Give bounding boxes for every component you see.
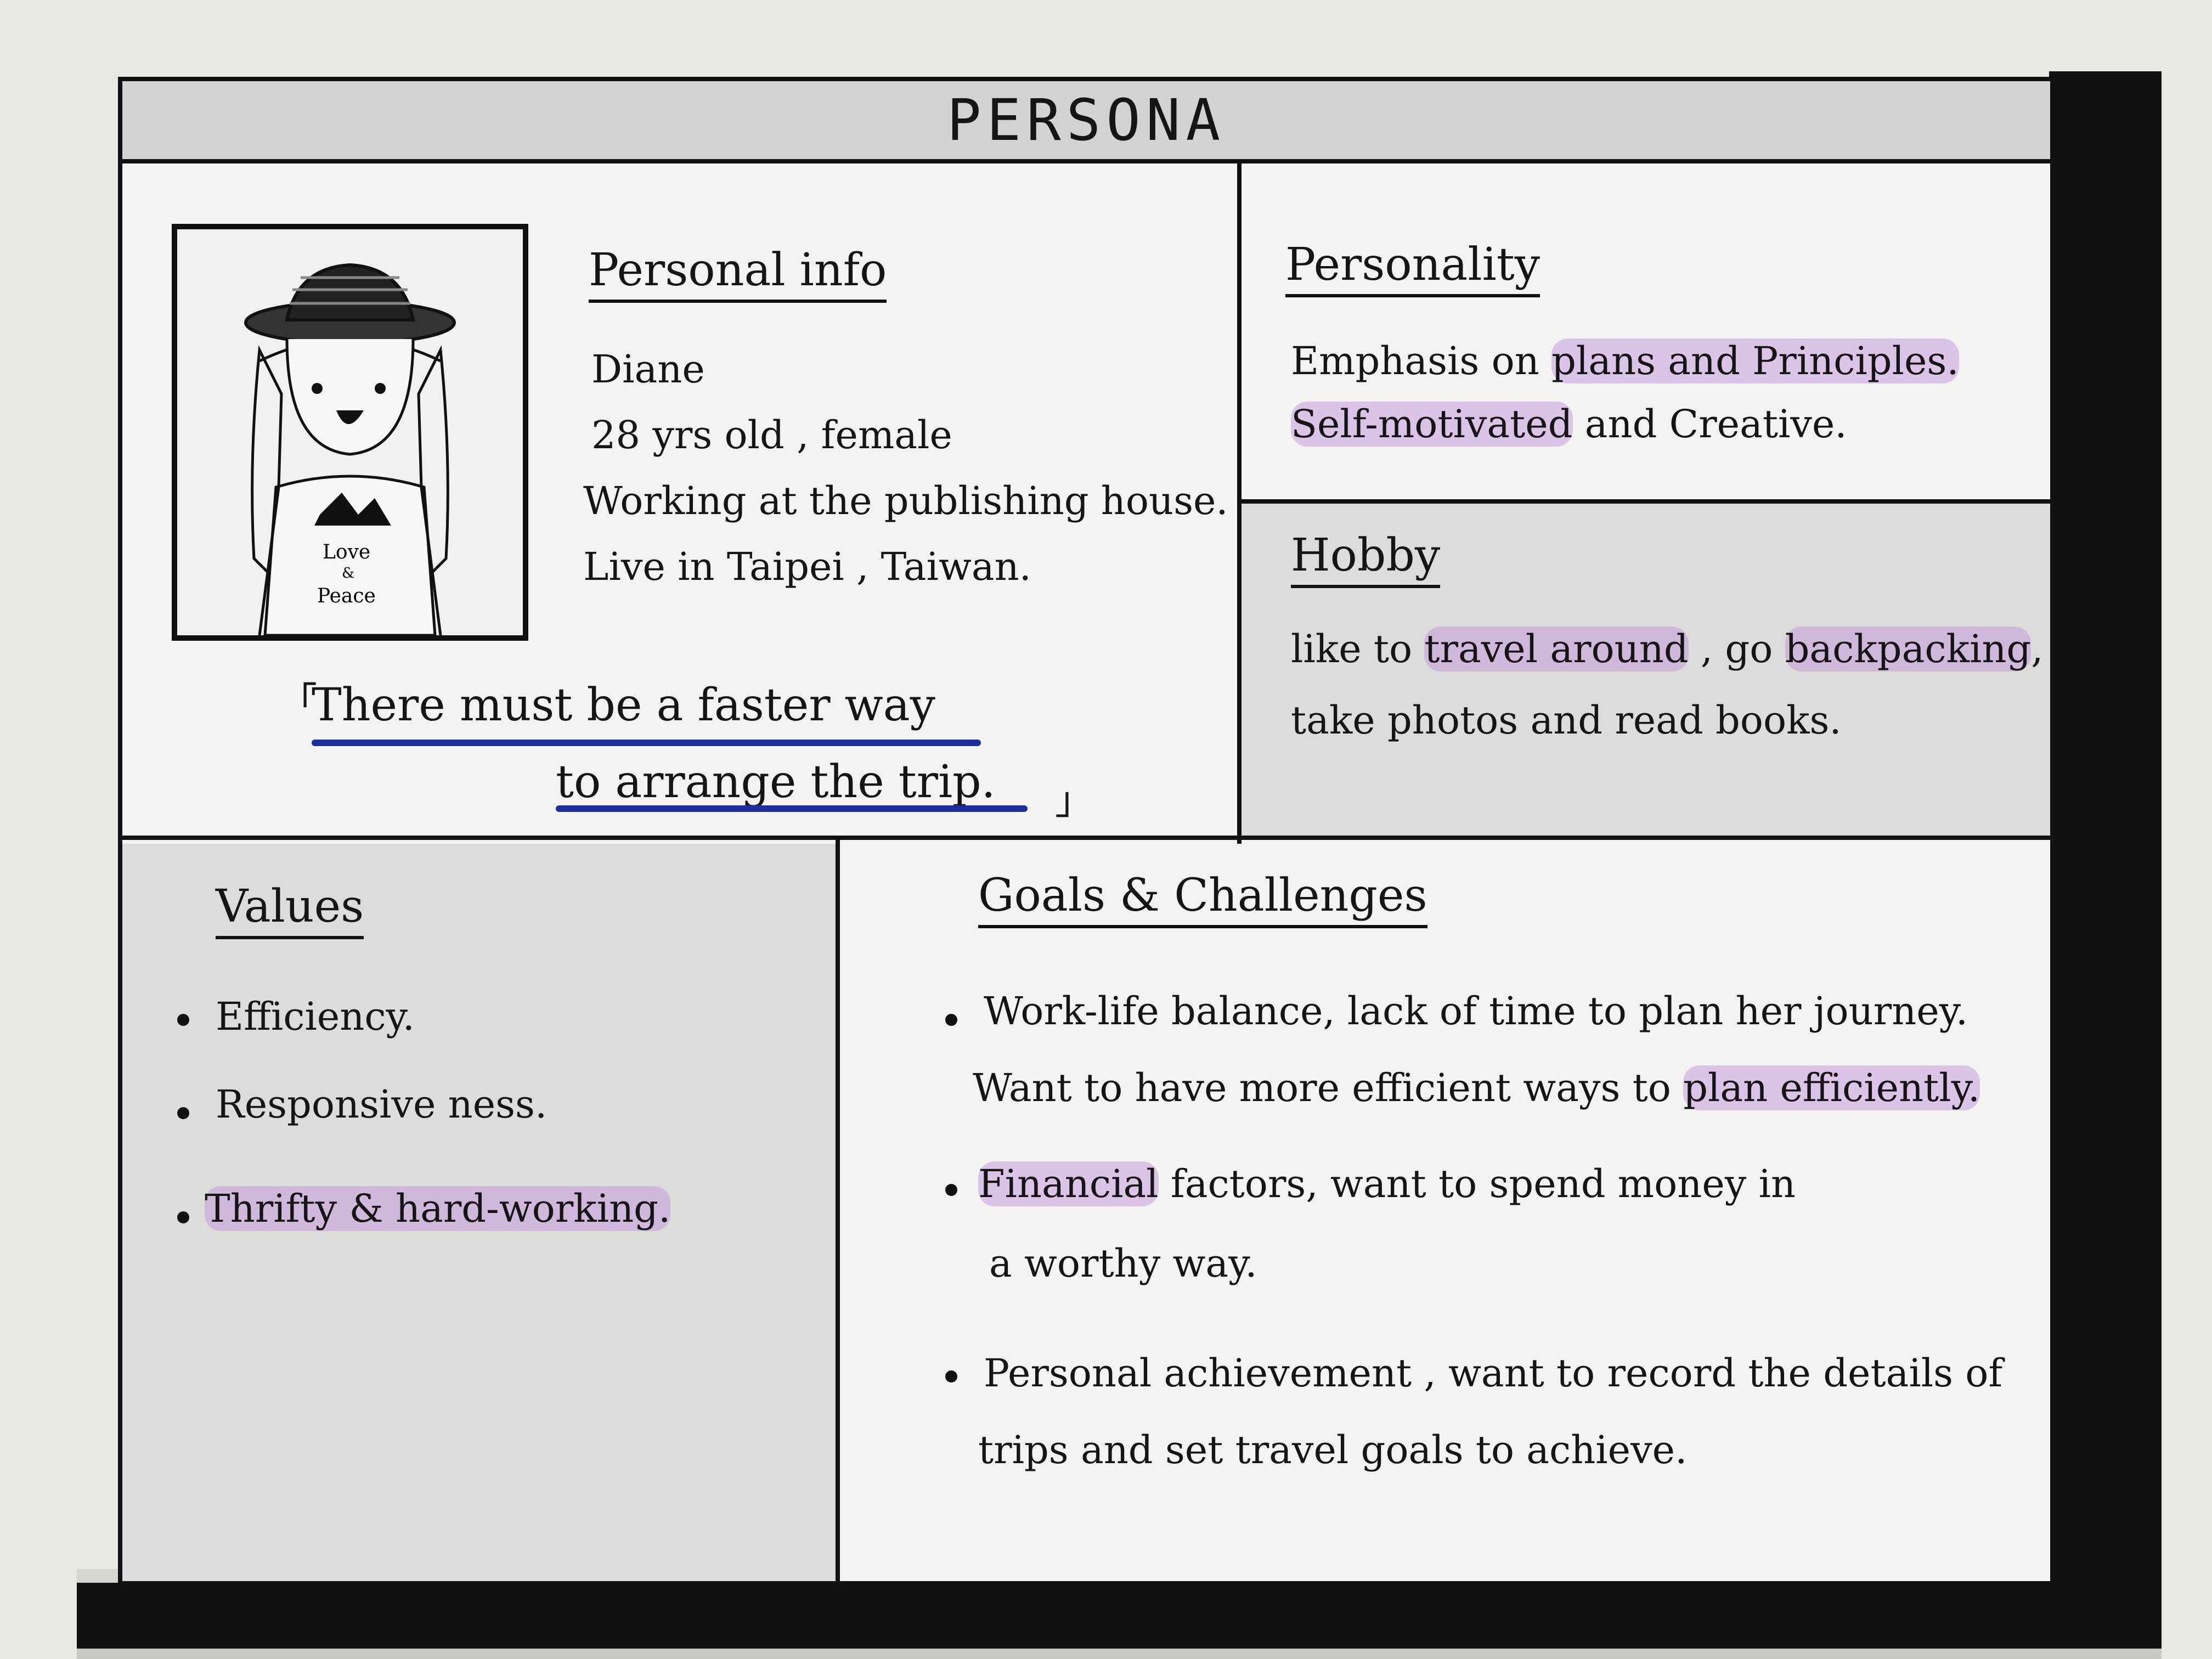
highlight-backpacking: backpacking bbox=[1785, 627, 2032, 672]
goals-item-1-line-2: Want to have more efficient ways to plan… bbox=[973, 1065, 1980, 1110]
goals-bullet-1 bbox=[945, 1014, 957, 1026]
shirt-text-love: Love bbox=[323, 541, 370, 563]
hobby-heading: Hobby bbox=[1291, 531, 1441, 589]
divider-personality-hobby bbox=[1237, 499, 2050, 504]
avatar-drawing: Love & Peace bbox=[244, 263, 456, 637]
persona-name: Diane bbox=[591, 347, 705, 392]
values-bullet-3 bbox=[177, 1211, 189, 1223]
values-item-2: Responsive ness. bbox=[216, 1082, 548, 1127]
goals-bullet-3 bbox=[945, 1370, 957, 1383]
divider-middle bbox=[122, 836, 2050, 840]
personality-line-2: Self-motivated and Creative. bbox=[1291, 402, 1847, 447]
quote-close-bracket: 」 bbox=[1055, 778, 1093, 823]
shirt-text-and: & bbox=[342, 565, 354, 582]
persona-age-gender: 28 yrs old , female bbox=[591, 413, 952, 458]
highlight-financial: Financial bbox=[978, 1161, 1159, 1206]
goals-heading: Goals & Challenges bbox=[978, 871, 1427, 929]
goals-item-3-line-1: Personal achievement , want to record th… bbox=[984, 1351, 2003, 1396]
quote-line-2: to arrange the trip. bbox=[556, 756, 996, 808]
hobby-line-2: take photos and read books. bbox=[1291, 698, 1842, 743]
card-edge-right bbox=[2049, 71, 2162, 1646]
personal-info-heading: Personal info bbox=[589, 245, 887, 303]
persona-location: Live in Taipei , Taiwan. bbox=[583, 544, 1031, 589]
quote-underline-2 bbox=[556, 805, 1028, 812]
quote-underline-1 bbox=[312, 740, 981, 746]
goals-item-2-line-2: a worthy way. bbox=[989, 1241, 1257, 1286]
values-panel bbox=[122, 844, 838, 1581]
highlight-plan-efficiently: plan efficiently. bbox=[1683, 1065, 1980, 1110]
title-bar: PERSONA bbox=[122, 81, 2050, 163]
values-item-3: Thrifty & hard-working. bbox=[205, 1186, 671, 1231]
highlight-travel-around: travel around bbox=[1424, 627, 1689, 672]
page-title: PERSONA bbox=[946, 87, 1226, 154]
persona-card: PERSONA bbox=[118, 77, 2055, 1585]
highlight-thrifty: Thrifty & hard-working. bbox=[205, 1186, 671, 1231]
quote-open-bracket: 「 bbox=[279, 679, 317, 724]
highlight-self-motivated: Self-motivated bbox=[1291, 402, 1573, 447]
quote-line-1: There must be a faster way bbox=[312, 679, 935, 731]
shirt-text-peace: Peace bbox=[317, 585, 376, 607]
values-bullet-1 bbox=[177, 1014, 189, 1026]
personality-heading: Personality bbox=[1285, 240, 1541, 298]
hobby-line-1: like to travel around , go backpacking, bbox=[1291, 627, 2044, 672]
avatar: Love & Peace bbox=[172, 224, 528, 641]
highlight-plans-principles: plans and Principles. bbox=[1551, 338, 1959, 383]
values-item-1: Efficiency. bbox=[216, 994, 415, 1039]
values-bullet-2 bbox=[177, 1107, 189, 1119]
personality-line-1: Emphasis on plans and Principles. bbox=[1291, 338, 1959, 383]
card-edge-bottom bbox=[77, 1583, 2162, 1649]
persona-work: Working at the publishing house. bbox=[583, 478, 1228, 523]
goals-bullet-2 bbox=[945, 1184, 957, 1196]
goals-item-2-line-1: Financial factors, want to spend money i… bbox=[978, 1161, 1796, 1206]
goals-item-1-line-1: Work-life balance, lack of time to plan … bbox=[984, 989, 1968, 1034]
divider-bottom-vertical bbox=[836, 836, 840, 1582]
values-heading: Values bbox=[216, 882, 364, 940]
divider-top-vertical bbox=[1237, 163, 1242, 844]
hobby-panel bbox=[1242, 504, 2050, 836]
goals-item-3-line-2: trips and set travel goals to achieve. bbox=[978, 1427, 1688, 1472]
